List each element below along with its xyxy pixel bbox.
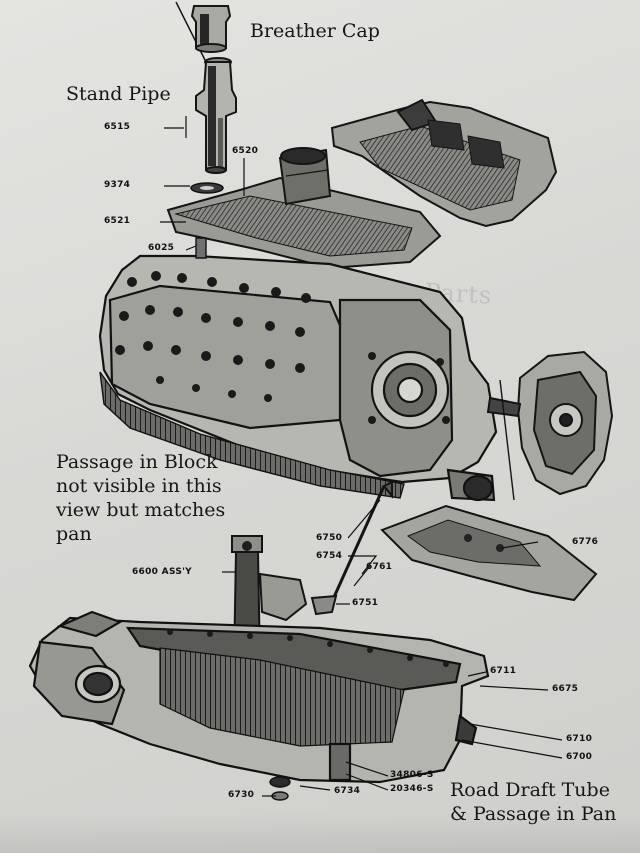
part-number-6515: 6515 bbox=[104, 122, 131, 132]
caption-line: Passage in Block bbox=[56, 451, 218, 473]
engine-block-part bbox=[98, 237, 498, 502]
breather-cap-part bbox=[175, 1, 232, 63]
pan-flange-bolts bbox=[167, 629, 449, 667]
caption-line: & Passage in Pan bbox=[450, 802, 616, 826]
part-number-6710: 6710 bbox=[566, 734, 593, 744]
leader-lines bbox=[160, 116, 563, 797]
part-number-6675: 6675 bbox=[552, 684, 579, 694]
road-draft-tube-label: Road Draft Tube & Passage in Pan bbox=[450, 778, 616, 826]
baffle-plate-part bbox=[380, 504, 598, 602]
cover-plate-part bbox=[330, 98, 558, 228]
cylinder-head-bolts bbox=[115, 271, 450, 424]
passage-in-block-label: Passage in Block not visible in this vie… bbox=[56, 450, 225, 546]
timing-cover-part bbox=[486, 350, 614, 501]
part-number-6761: 6761 bbox=[366, 562, 393, 572]
part-number-6730: 6730 bbox=[228, 790, 255, 800]
part-number-6734: 6734 bbox=[334, 786, 361, 796]
stand-pipe-part bbox=[195, 57, 237, 174]
part-number-6754: 6754 bbox=[316, 551, 343, 561]
caption-line: not visible in this bbox=[56, 475, 222, 497]
drain-plug-part bbox=[269, 776, 291, 788]
part-number-6520: 6520 bbox=[232, 146, 259, 156]
part-number-6711: 6711 bbox=[490, 666, 517, 676]
part-number-20346-s: 20346-S bbox=[390, 784, 434, 794]
caption-line: pan bbox=[56, 523, 92, 545]
page-edge-shadow bbox=[0, 813, 640, 853]
oil-pan-part bbox=[28, 610, 490, 784]
stand-pipe-label: Stand Pipe bbox=[66, 83, 171, 105]
caption-line: Road Draft Tube bbox=[450, 779, 610, 801]
part-number-9374: 9374 bbox=[104, 180, 131, 190]
part-number-34806-s: 34806-S bbox=[390, 770, 434, 780]
breather-cap-label: Breather Cap bbox=[250, 20, 380, 42]
caption-line: view but matches bbox=[56, 499, 226, 521]
part-number-6521: 6521 bbox=[104, 216, 131, 226]
dipstick-part bbox=[310, 480, 393, 616]
part-number-6600-assy: 6600 ASS'Y bbox=[132, 567, 192, 577]
valley-cover-part bbox=[166, 147, 442, 270]
part-number-6751: 6751 bbox=[352, 598, 379, 608]
part-number-6776: 6776 bbox=[572, 537, 599, 547]
part-number-6025: 6025 bbox=[148, 243, 175, 253]
part-number-6750: 6750 bbox=[316, 533, 343, 543]
part-number-6700: 6700 bbox=[566, 752, 593, 762]
